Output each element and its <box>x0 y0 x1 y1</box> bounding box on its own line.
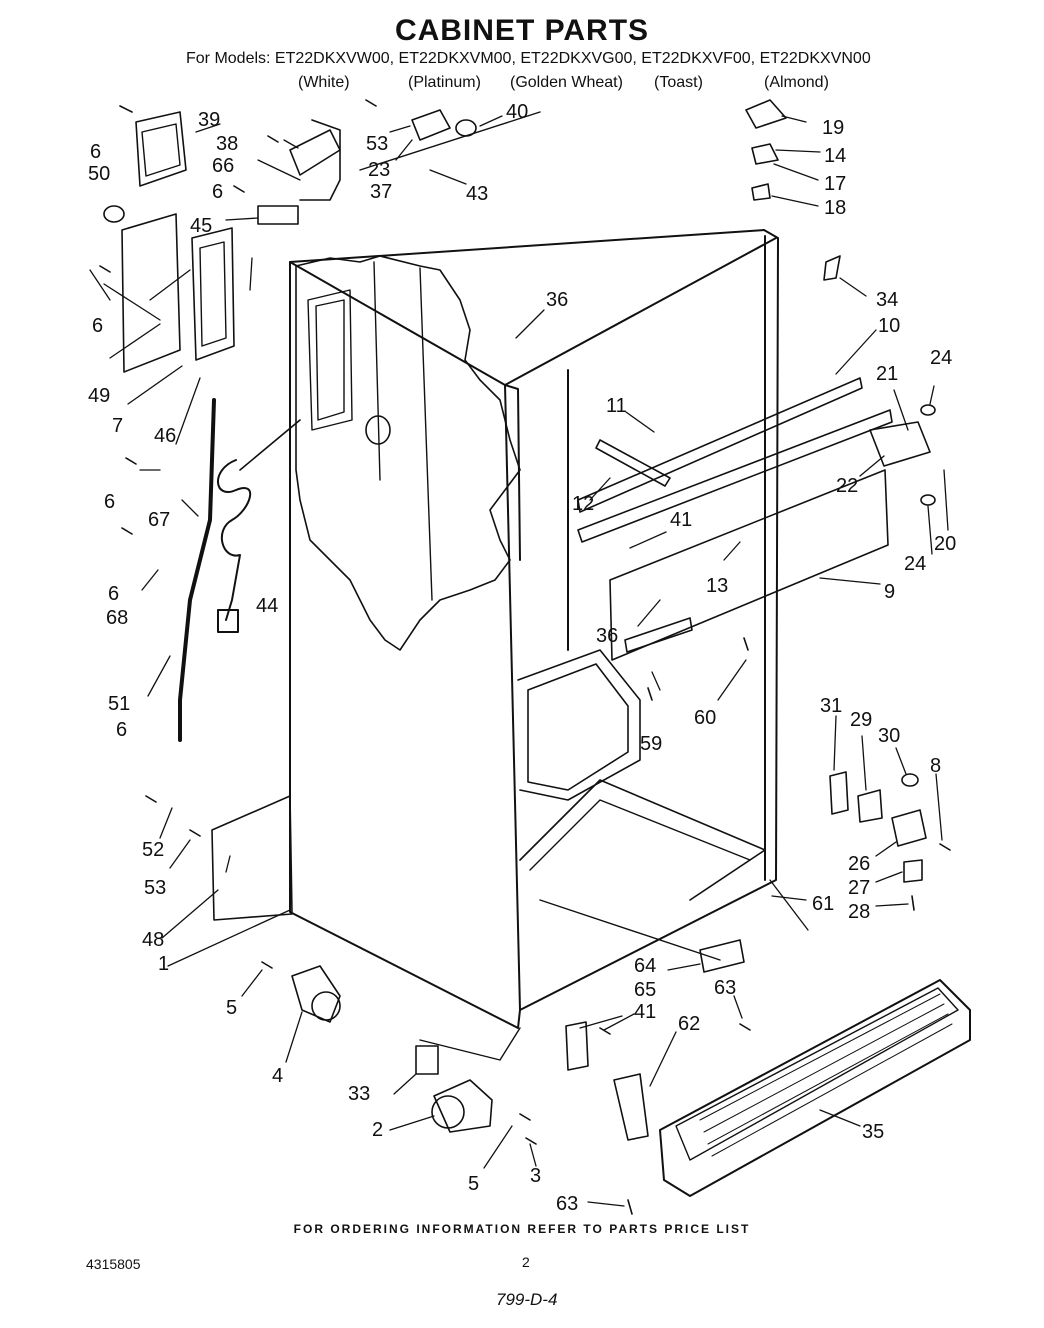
hinge-cover-19 <box>745 99 787 129</box>
callout: 2 <box>372 1119 383 1141</box>
callout: 27 <box>848 877 870 899</box>
callout: 33 <box>348 1083 370 1105</box>
callout: 8 <box>930 755 941 777</box>
callout: 7 <box>112 415 123 437</box>
callout: 11 <box>606 395 627 417</box>
callout: 51 <box>108 693 130 715</box>
callout: 60 <box>694 707 716 729</box>
document-number: 4315805 <box>86 1256 141 1272</box>
callout: 49 <box>88 385 110 407</box>
handwritten-note: 799-D-4 <box>496 1290 558 1309</box>
callout: 68 <box>106 607 128 629</box>
callout: 67 <box>148 509 170 531</box>
callout: 9 <box>884 581 895 603</box>
callout: 43 <box>466 183 488 205</box>
page-title: CABINET PARTS <box>394 14 650 47</box>
callout: 20 <box>934 533 956 555</box>
callout: 6 <box>108 583 119 605</box>
callout: 1 <box>158 953 169 975</box>
callout: 62 <box>678 1013 700 1035</box>
callout: 31 <box>820 695 842 717</box>
callout: 36 <box>596 625 618 647</box>
callout: 48 <box>142 929 164 951</box>
shelf-rail-13 <box>577 409 893 543</box>
callout: 13 <box>706 575 728 597</box>
callout: 24 <box>930 347 952 369</box>
callout: 6 <box>116 719 127 741</box>
callout: 35 <box>862 1121 884 1143</box>
cover-39 <box>135 111 187 187</box>
shelf-rail-10 <box>577 377 863 513</box>
callout: 44 <box>256 595 278 617</box>
callout: 29 <box>850 709 872 731</box>
callout: 66 <box>212 155 234 177</box>
power-cord-44 <box>217 459 252 621</box>
color-platinum: (Platinum) <box>408 74 481 91</box>
callout: 40 <box>506 101 528 123</box>
color-golden-wheat: (Golden Wheat) <box>510 74 623 91</box>
callout-labels: 1 2 3 4 5 5 6 6 6 6 6 6 7 8 9 10 11 12 1… <box>88 101 956 1215</box>
callout: 53 <box>144 877 166 899</box>
ordering-note: FOR ORDERING INFORMATION REFER TO PARTS … <box>293 1222 751 1236</box>
page-number: 2 <box>522 1254 530 1270</box>
callout: 12 <box>572 493 594 515</box>
callout: 63 <box>714 977 736 999</box>
callout: 17 <box>824 173 846 195</box>
callout: 46 <box>154 425 176 447</box>
callout: 22 <box>836 475 858 497</box>
callout: 59 <box>640 733 662 755</box>
callout: 61 <box>812 893 834 915</box>
color-white: (White) <box>298 74 350 91</box>
callout: 10 <box>878 315 900 337</box>
roller-4 <box>291 965 341 1023</box>
callout: 5 <box>468 1173 479 1195</box>
callout: 21 <box>876 363 898 385</box>
panel-49 <box>121 213 181 373</box>
callout: 34 <box>876 289 898 311</box>
callout: 18 <box>824 197 846 219</box>
callout: 6 <box>212 181 223 203</box>
callout: 41 <box>670 509 692 531</box>
callout: 64 <box>634 955 656 977</box>
callout: 65 <box>634 979 656 1001</box>
callout: 39 <box>198 109 220 131</box>
callout: 52 <box>142 839 164 861</box>
callout: 36 <box>546 289 568 311</box>
shelf-support-9 <box>609 469 889 661</box>
callout: 6 <box>104 491 115 513</box>
callout: 50 <box>88 163 110 185</box>
callout: 6 <box>92 315 103 337</box>
callout: 30 <box>878 725 900 747</box>
gasket-7 <box>191 227 235 361</box>
callout: 6 <box>90 141 101 163</box>
callout: 53 <box>366 133 388 155</box>
callout: 45 <box>190 215 212 237</box>
callout: 5 <box>226 997 237 1019</box>
color-almond: (Almond) <box>764 74 829 91</box>
cabinet-top-edge <box>289 237 777 386</box>
callout: 23 <box>368 159 390 181</box>
callout: 63 <box>556 1193 578 1215</box>
callout: 28 <box>848 901 870 923</box>
callout: 19 <box>822 117 844 139</box>
cutaway-edge <box>295 255 521 651</box>
callout: 3 <box>530 1165 541 1187</box>
toe-grille-35 <box>659 979 971 1197</box>
callout: 26 <box>848 853 870 875</box>
rear-cover-48 <box>211 795 293 921</box>
callout: 41 <box>634 1001 656 1023</box>
color-toast: (Toast) <box>654 74 703 91</box>
callout: 38 <box>216 133 238 155</box>
cabinet-front-left <box>504 384 521 1011</box>
callout: 14 <box>824 145 846 167</box>
model-list: For Models: ET22DKXVW00, ET22DKXVM00, ET… <box>186 50 871 67</box>
callout: 4 <box>272 1065 283 1087</box>
callout: 37 <box>370 181 392 203</box>
drain-tube-51 <box>178 398 216 742</box>
callout: 24 <box>904 553 926 575</box>
cabinet-body <box>289 229 779 1029</box>
